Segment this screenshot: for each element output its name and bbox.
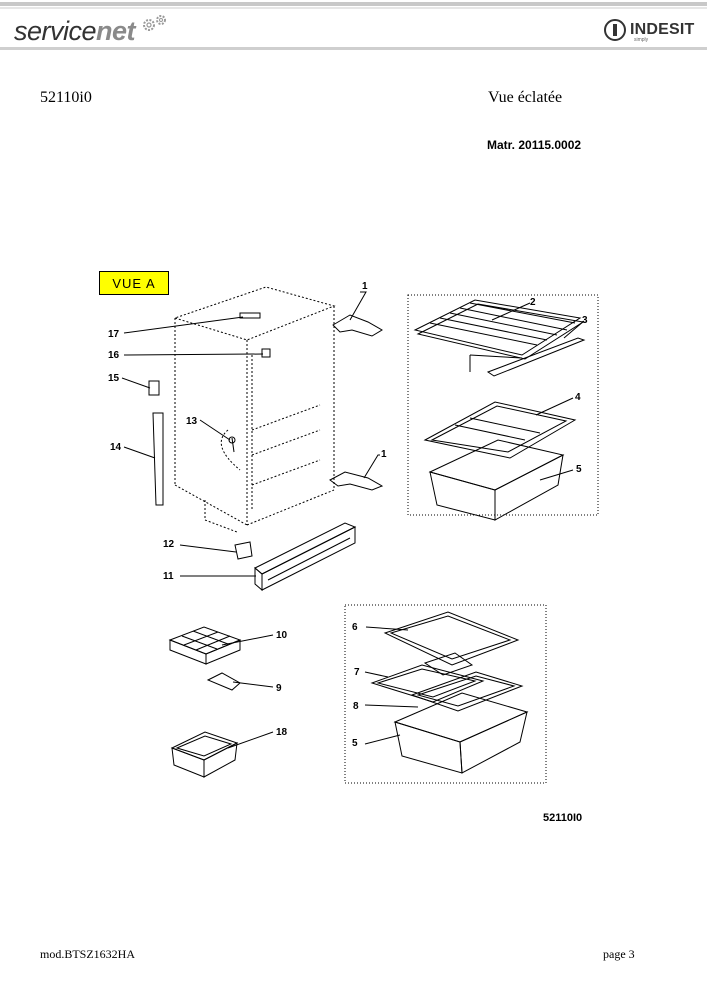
document-type: Vue éclatée [488,89,563,106]
kickplate-strip [254,522,357,592]
part-label: 10 [276,630,288,641]
part-label: 1 [381,449,387,460]
part-number-labels: 1 1 2 3 4 5 6 7 8 5 9 10 11 12 13 14 15 … [108,281,588,749]
servicenet-logo: servicenet [14,16,136,46]
ice-scraper [206,672,241,691]
top-bar [0,0,707,10]
drawing-code: 52110I0 [543,812,583,824]
door-strip [152,412,164,506]
gears-icon [143,15,166,31]
glass-shelf [423,401,577,459]
crisper-drawer-bottom [393,692,529,774]
part-label: 5 [576,464,582,475]
part-label: 2 [530,297,536,308]
hinge-top [332,314,383,337]
indesit-logo: INDESIT simply [604,19,695,43]
crisper-group-frame [344,604,547,784]
leader-lines [121,291,585,749]
hinge-bottom [329,471,384,491]
wire-shelf [413,299,585,372]
part-label: 3 [582,315,588,326]
part-label: 18 [276,727,288,738]
tray-6 [383,611,520,666]
part-label: 4 [575,392,581,403]
crisper-drawer-top [428,439,565,521]
shelf-group-frame [407,294,599,516]
part-label: 1 [362,281,368,292]
view-label: VUE A [99,271,169,295]
part-label: 14 [110,442,122,453]
top-cover-part [239,312,261,319]
bracket-part [148,380,160,396]
shelf-strip [486,337,586,377]
latch-part [261,348,271,358]
tray-8 [410,671,524,712]
part-label: 15 [108,373,120,384]
header-divider [0,47,707,50]
ice-tray [168,626,242,665]
cabinet-outline [173,286,336,533]
part-label: 11 [163,571,174,582]
part-label: 17 [108,329,120,340]
storage-box [170,731,239,778]
part-label: 8 [353,701,359,712]
footer-page: page 3 [603,947,635,961]
indesit-circle-icon [604,19,626,41]
footer-model: mod.BTSZ1632HA [40,947,136,961]
part-label: 6 [352,622,358,633]
screw-part [231,437,235,453]
document-id: 52110i0 [40,89,92,106]
part-label: 7 [354,667,360,678]
matr-number: Matr. 20115.0002 [487,138,582,152]
part-label: 13 [186,416,198,427]
part-label: 9 [276,683,282,694]
part-label: 16 [108,350,120,361]
clip-part [234,541,253,560]
part-label: 5 [352,738,358,749]
part-label: 12 [163,539,175,550]
